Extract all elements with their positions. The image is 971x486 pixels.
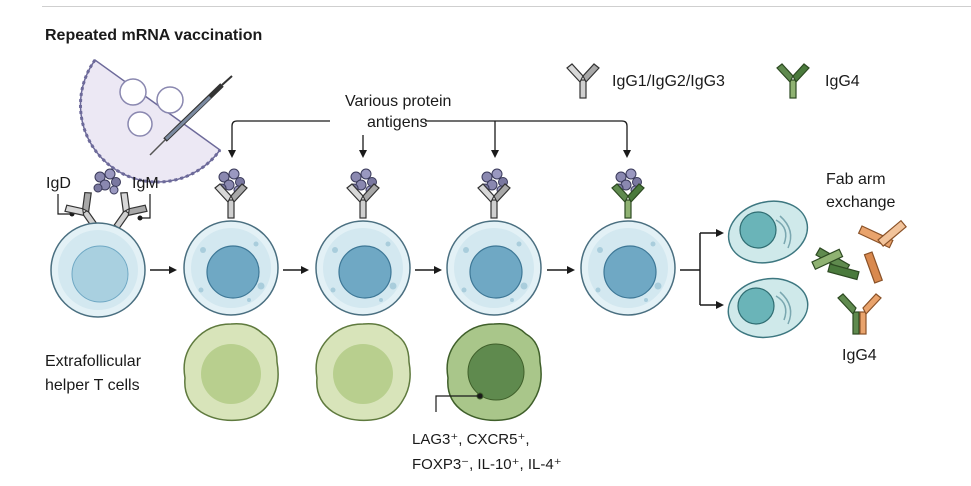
antigens-label-line2: antigens (367, 114, 428, 131)
b-cell-2 (183, 220, 279, 316)
legend-igg123-label: IgG1/IgG2/IgG3 (612, 73, 725, 90)
igm-label: IgM (132, 175, 159, 192)
fab-label-line2: exchange (826, 194, 895, 211)
antigen-cluster-1 (93, 168, 121, 195)
marker-pointer (435, 395, 480, 412)
tfh-label-line1: Extrafollicular (45, 353, 142, 370)
vaccine-syringe-icon (79, 58, 233, 184)
igd-label: IgD (46, 175, 71, 192)
igg4-bottom-label: IgG4 (842, 347, 877, 364)
igd-pointer (57, 194, 72, 215)
tfh-label-line2: helper T cells (45, 377, 140, 394)
top-divider (42, 6, 971, 7)
marker-line1: LAG3⁺, CXCR5⁺, (412, 431, 530, 448)
antigen-bracket-arrows (228, 120, 631, 158)
plasma-cell-1 (727, 200, 809, 264)
igm-pointer (140, 194, 151, 219)
marker-line2: FOXP3⁻, IL-10⁺, IL-4⁺ (412, 456, 562, 473)
b-cell-4 (446, 220, 542, 316)
igg4-green-antibody-icon (811, 247, 860, 281)
t-cell-activated (446, 322, 542, 422)
legend-igg4: IgG4 (776, 63, 860, 99)
figure-title: Repeated mRNA vaccination (45, 27, 262, 44)
plasma-cell-2 (727, 277, 809, 339)
antigens-label-line1: Various protein (345, 93, 451, 110)
igg4-orange-antibody-icon (857, 219, 907, 284)
legend-igg123: IgG1/IgG2/IgG3 (566, 63, 725, 99)
sequence-arrows (150, 229, 724, 309)
b-cell-5 (580, 220, 676, 316)
igg4-bispecific-icon (837, 293, 882, 335)
igg123-antibody-icon (566, 63, 600, 99)
b-cell-3 (315, 220, 411, 316)
t-cell-1 (183, 322, 279, 422)
legend-igg4-label: IgG4 (825, 73, 860, 90)
t-cell-2 (315, 322, 411, 422)
naive-b-cell (50, 222, 146, 318)
igg4-antibody-icon (776, 63, 810, 99)
fab-label-line1: Fab arm (826, 171, 886, 188)
